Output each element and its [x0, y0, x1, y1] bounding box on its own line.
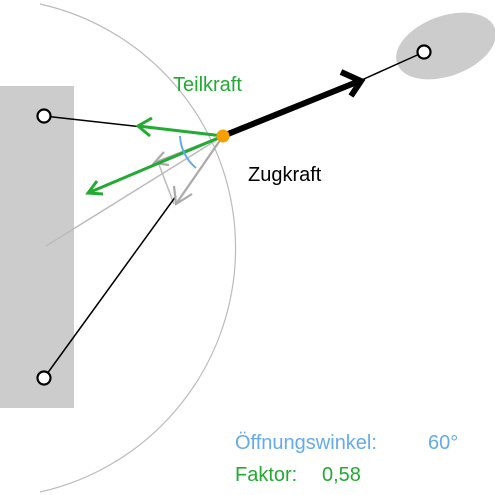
factor-value: 0,58: [322, 464, 361, 486]
teilkraft-label: Teilkraft: [173, 74, 242, 96]
pull-force-line-thin: [354, 51, 425, 84]
bisector-guide-line: [45, 135, 224, 247]
parallelogram-guide-line: [157, 161, 175, 205]
junction-point[interactable]: [216, 129, 230, 143]
anchor-point-upper[interactable]: [36, 108, 52, 124]
reference-arc: [39, 3, 237, 493]
partial-force-arrow-upper: [135, 116, 224, 138]
pull-force-arrow: [220, 69, 366, 139]
factor-label: Faktor:: [235, 464, 297, 486]
angle-arc: [179, 135, 197, 169]
wall-block: [0, 86, 74, 408]
opening-angle-value: 60°: [428, 432, 458, 454]
anchor-ellipse: [396, 12, 495, 80]
resultant-arrow: [172, 135, 224, 206]
anchor-point-ellipse[interactable]: [416, 44, 432, 60]
anchor-point-lower[interactable]: [36, 370, 52, 386]
lower-rope-line: [43, 195, 177, 379]
partial-force-arrow-lower: [85, 134, 224, 196]
zugkraft-label: Zugkraft: [248, 164, 322, 186]
opening-angle-label: Öffnungswinkel:: [235, 432, 377, 454]
